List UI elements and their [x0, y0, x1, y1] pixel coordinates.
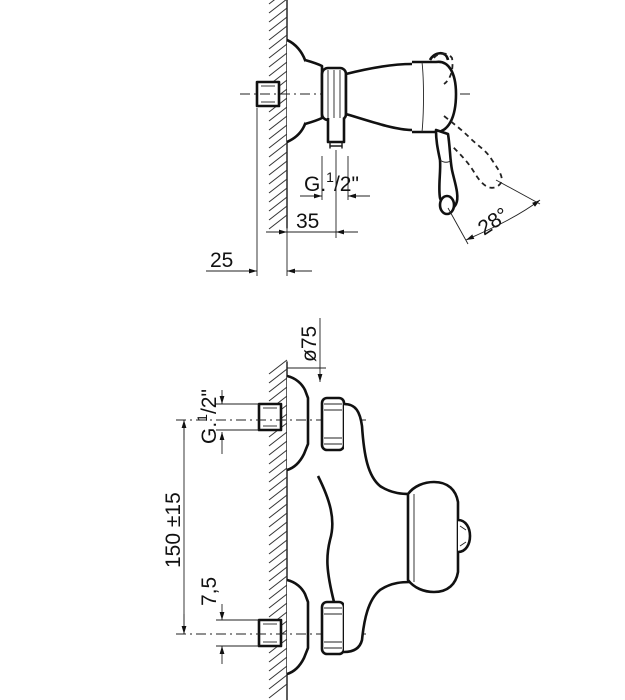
dim-25-label: 25 — [210, 249, 233, 272]
angle-arc — [465, 199, 541, 241]
hatch-line — [268, 196, 288, 212]
hatch-line — [268, 485, 288, 501]
upper-union-nut — [320, 396, 346, 452]
hatch-line — [268, 368, 288, 384]
hatch-line — [268, 34, 288, 50]
hatch-line — [268, 43, 288, 59]
hatch-line — [268, 494, 288, 510]
upper-rosette — [286, 374, 310, 472]
lower-union-nut — [320, 600, 346, 656]
lever-handle-rotated — [443, 115, 503, 189]
outlet-spout-top — [326, 118, 346, 144]
upper-inlet-nipple — [257, 402, 283, 432]
front-view: ø75 — [162, 318, 472, 700]
diameter-dim-label: ø75 — [298, 326, 321, 362]
hatch-line — [268, 548, 288, 564]
cartridge-cap-front — [406, 480, 460, 594]
hatch-line — [268, 557, 288, 573]
hatch-line — [268, 665, 288, 681]
hatch-line — [268, 584, 288, 600]
hatch-line — [268, 151, 288, 167]
hatch-line — [268, 431, 288, 447]
hatch-line — [268, 106, 288, 122]
hatch-line — [268, 160, 288, 176]
hatch-line — [268, 359, 288, 375]
hatch-line — [268, 61, 288, 77]
hatch-line — [268, 458, 288, 474]
side-view: 28° G.1/2" 35 25 — [206, 0, 541, 276]
hatch-line — [268, 0, 287, 14]
hatch-line — [268, 0, 275, 5]
hatch-line — [268, 133, 288, 149]
hatch-line — [268, 52, 288, 68]
hatch-line — [268, 674, 288, 690]
hatch-line — [268, 467, 288, 483]
hatch-line — [268, 512, 288, 528]
lower-rosette — [286, 578, 310, 676]
rosette-collar-top — [304, 58, 324, 126]
hatch-line — [268, 530, 288, 546]
hatch-line — [268, 377, 288, 393]
hatch-line — [268, 205, 288, 221]
hatch-line — [268, 214, 288, 230]
hatch-line — [268, 16, 288, 32]
hatch-line — [268, 386, 288, 402]
hatch-line — [268, 169, 288, 185]
thread-dim-label-top: G.1/2" — [304, 169, 359, 196]
lever-ball-solid — [438, 194, 456, 216]
hatch-line — [268, 503, 288, 519]
hatch-line — [268, 476, 288, 492]
cartridge-cap-top — [412, 60, 458, 134]
cap-knob-front — [457, 518, 472, 554]
hatch-line — [268, 115, 288, 131]
hatch-line — [268, 539, 288, 555]
dim-150-label: 150 ±15 — [162, 492, 185, 568]
hatch-line — [268, 449, 288, 465]
lower-inlet-nipple — [257, 618, 283, 648]
hatch-line — [268, 593, 288, 609]
hatch-line — [268, 187, 288, 203]
hatch-line — [268, 7, 288, 23]
angle-dim-label: 28° — [474, 203, 513, 240]
hatch-line — [268, 683, 288, 699]
wall-hatching-top — [268, 0, 288, 230]
hatch-line — [268, 521, 288, 537]
hatch-line — [268, 124, 288, 140]
hatch-line — [268, 647, 288, 663]
hatch-line — [268, 602, 288, 618]
hatch-line — [268, 566, 288, 582]
hatch-line — [268, 656, 288, 672]
hatch-line — [268, 440, 288, 456]
dim-35-label: 35 — [296, 210, 319, 233]
hatch-line — [268, 575, 288, 591]
hatch-line — [268, 142, 288, 158]
dim-7-5-label: 7,5 — [198, 577, 221, 606]
hatch-line — [268, 25, 288, 41]
thread-dim-label-front: G.1/2" — [194, 389, 221, 444]
hatch-line — [268, 178, 288, 194]
